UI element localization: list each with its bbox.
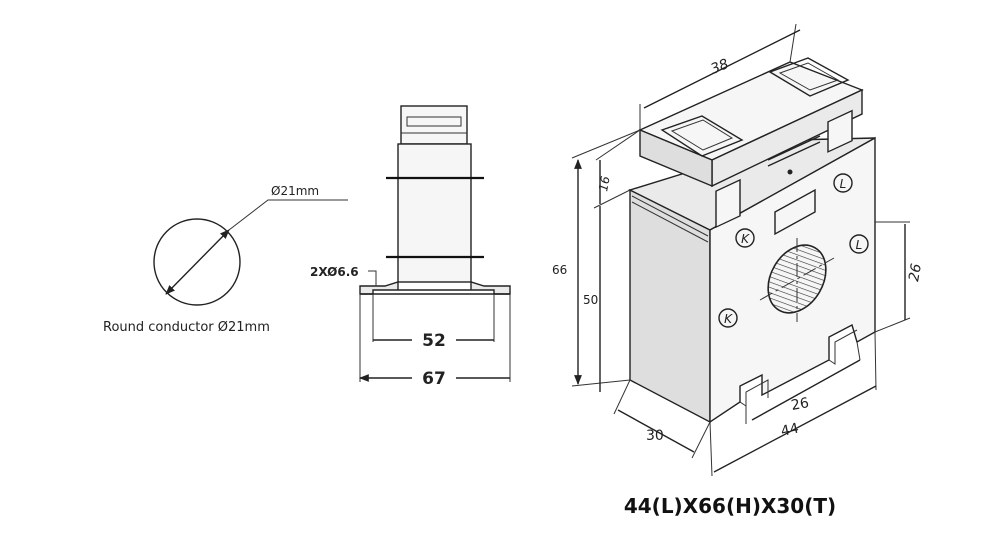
iso-clip-left — [715, 178, 741, 229]
dim-38-line — [643, 29, 801, 109]
svg-text:K: K — [741, 232, 750, 246]
side-view: 2XØ6.6 52 67 — [310, 105, 511, 389]
dim-30-line — [617, 409, 695, 453]
ext-44-left — [709, 421, 713, 477]
round-conductor-view: Ø21mm Round conductor Ø21mm — [103, 184, 348, 335]
conductor-circle — [153, 218, 241, 306]
ext-30-left — [613, 379, 631, 415]
conductor-diameter-label: Ø21mm — [271, 184, 319, 198]
side-body — [397, 143, 472, 283]
dim-67-label: 67 — [422, 369, 446, 389]
conductor-leader — [228, 199, 348, 231]
iso-terminal-window-right — [768, 57, 850, 97]
iso-terminal-window-left-inner — [670, 119, 734, 151]
iso-slot-1 — [767, 135, 821, 161]
ext-26f-right — [856, 341, 861, 361]
svg-text:L: L — [856, 238, 863, 252]
side-terminal-top — [400, 105, 468, 145]
iso-left-face — [629, 188, 711, 424]
ext-16-bottom — [593, 189, 631, 209]
svg-text:L: L — [840, 177, 847, 191]
dim-52-label: 52 — [422, 331, 446, 351]
side-base-flange — [359, 281, 511, 295]
terminal-k-lower: K — [718, 308, 738, 328]
iso-centerline-h — [759, 257, 835, 301]
side-terminal-slot — [406, 116, 462, 127]
dim-66-label: 66 — [552, 263, 567, 277]
svg-text:K: K — [724, 312, 733, 326]
iso-clip-right — [827, 109, 853, 153]
isometric-view: K L K L 38 — [552, 23, 925, 477]
dim-44-label: 44 — [780, 421, 801, 440]
iso-terminal-window-right-inner — [778, 62, 840, 91]
iso-rivet — [787, 169, 793, 175]
iso-top-housing-left — [639, 128, 713, 188]
dim-38-label: 38 — [709, 56, 732, 78]
dimensions-caption: 44(L)X66(H)X30(T) — [624, 494, 836, 518]
conductor-caption: Round conductor Ø21mm — [103, 320, 270, 335]
ext-66-top — [571, 129, 641, 159]
dim-50-label: 50 — [583, 293, 598, 307]
ext-16-top — [595, 129, 641, 161]
dim-26-window-label: 26 — [906, 262, 925, 282]
ext-66-bottom — [571, 379, 631, 387]
iso-foot-step-left — [739, 379, 769, 407]
side-hole-leader — [368, 270, 377, 286]
iso-label-plate — [774, 188, 816, 236]
side-hole-label: 2XØ6.6 — [310, 265, 359, 279]
ext-38-right — [789, 23, 797, 63]
dim-44-line — [713, 385, 877, 473]
ext-30-right — [691, 421, 711, 459]
iso-foot-step-right — [828, 329, 858, 365]
terminal-l-right: L — [849, 234, 869, 254]
dim-26-feet-label: 26 — [790, 395, 810, 414]
iso-window-hatch — [767, 244, 827, 314]
iso-left-stripe-2 — [631, 201, 709, 243]
terminal-l-top: L — [833, 173, 853, 193]
iso-slot-2 — [767, 141, 821, 167]
dim-26-feet-line — [751, 359, 861, 421]
terminal-k-upper: K — [735, 228, 755, 248]
dim-30-label: 30 — [646, 428, 664, 444]
iso-left-stripe-1 — [631, 195, 709, 237]
conductor-diameter-line — [165, 229, 230, 295]
iso-terminal-window-left — [660, 115, 744, 157]
ext-26w-bottom — [874, 317, 911, 333]
dim-16-label: 16 — [596, 175, 613, 193]
ext-44-right — [874, 331, 877, 391]
